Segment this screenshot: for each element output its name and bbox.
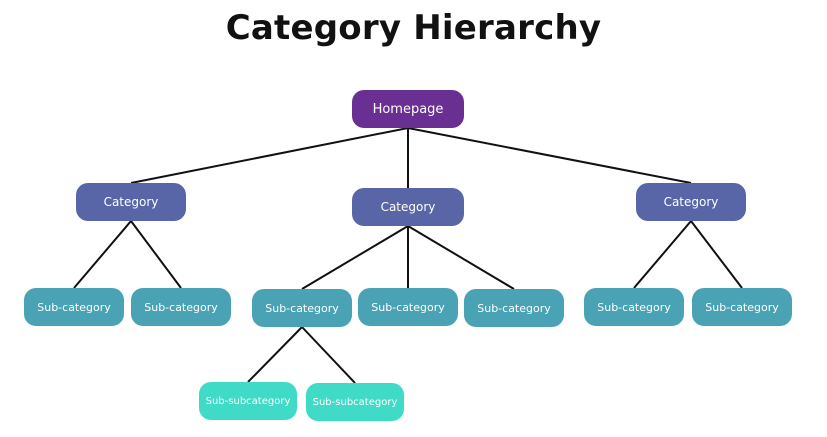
subcategory-node: Sub-category [464,289,564,327]
diagram-title: Category Hierarchy [225,8,602,48]
subcategory-node: Sub-category [584,288,684,326]
connector-cat1-sub2 [130,220,182,289]
connector-sub3-ss1 [247,326,303,383]
subcategory-node: Sub-category [131,288,231,326]
connector-root-cat1 [130,127,409,184]
root-node: Homepage [352,90,464,128]
connector-cat2-sub3 [301,225,409,290]
category-node: Category [636,183,746,221]
subsubcategory-node: Sub-subcategory [306,383,404,421]
category-node: Category [76,183,186,221]
category-node: Category [352,188,464,226]
subcategory-node: Sub-category [252,289,352,327]
subcategory-node: Sub-category [692,288,792,326]
connector-cat2-sub5 [407,225,515,290]
connector-root-cat3 [407,127,692,184]
connector-sub3-ss2 [301,326,356,384]
connector-cat1-sub1 [73,220,132,289]
subcategory-node: Sub-category [24,288,124,326]
connector-cat3-sub7 [690,220,743,289]
connector-cat3-sub6 [633,220,692,289]
subcategory-node: Sub-category [358,288,458,326]
subsubcategory-node: Sub-subcategory [199,382,297,420]
